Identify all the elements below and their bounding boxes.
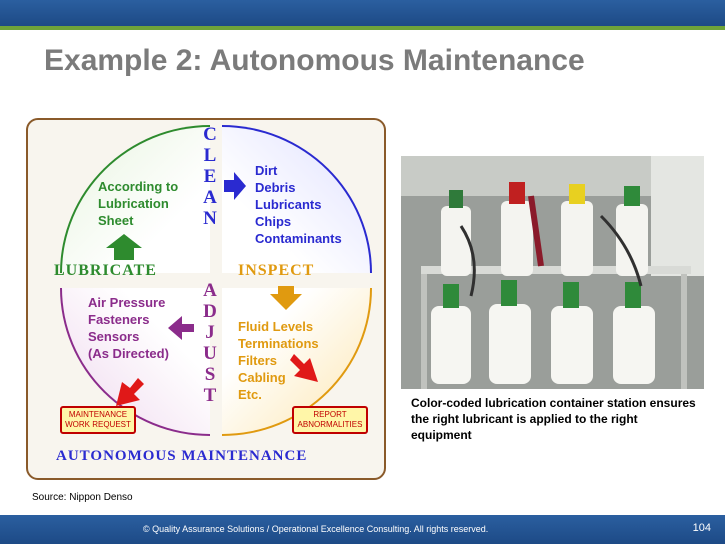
clean-item: Debris	[255, 180, 296, 195]
tag-line: WORK REQUEST	[65, 420, 131, 429]
inspect-items: Fluid Levels Terminations Filters Cablin…	[238, 318, 319, 403]
lubrication-containers-illustration	[401, 156, 704, 389]
lubricate-item: Sheet	[98, 213, 134, 228]
tag-line: MAINTENANCE	[68, 410, 128, 419]
page-number: 104	[692, 522, 711, 534]
copyright-text: © Quality Assurance Solutions / Operatio…	[143, 524, 489, 534]
clean-letter: A	[203, 187, 217, 208]
lubricate-arrow-icon	[106, 234, 142, 260]
inspect-item: Terminations	[238, 336, 319, 351]
clean-item: Chips	[255, 214, 292, 229]
clean-letter: L	[203, 145, 217, 166]
inspect-item: Filters	[238, 353, 278, 368]
adjust-letter: T	[203, 385, 217, 406]
report-arrow-icon	[290, 354, 318, 382]
diagram-arrows	[106, 172, 318, 406]
report-abnormalities-tag: REPORT ABNORMALITIES	[292, 406, 368, 434]
top-accent-line	[0, 26, 725, 30]
clean-item: Lubricants	[255, 197, 322, 212]
photo-caption: Color-coded lubrication container statio…	[411, 396, 696, 442]
inspect-item: Cabling	[238, 370, 286, 385]
inspect-arrow-icon	[270, 286, 302, 310]
adjust-vertical-word: A D J U S T	[200, 280, 220, 406]
tag-line: REPORT	[313, 410, 347, 419]
inspect-label: INSPECT	[238, 262, 315, 279]
lubricate-items: According to Lubrication Sheet	[98, 178, 178, 229]
clean-letter: E	[203, 166, 217, 187]
inspect-item: Fluid Levels	[238, 319, 314, 334]
clean-letter: C	[203, 124, 217, 145]
slide-title: Example 2: Autonomous Maintenance	[44, 44, 585, 77]
top-banner	[0, 0, 725, 26]
adjust-letter: S	[204, 364, 216, 385]
clean-items: Dirt Debris Lubricants Chips Contaminant…	[255, 162, 342, 247]
adjust-item: Air Pressure	[88, 295, 166, 310]
lubricate-label: LUBRICATE	[54, 262, 157, 279]
footer-bar: © Quality Assurance Solutions / Operatio…	[0, 515, 725, 544]
adjust-items: Air Pressure Fasteners Sensors (As Direc…	[88, 294, 169, 362]
maintenance-work-request-tag: MAINTENANCE WORK REQUEST	[60, 406, 136, 434]
clean-vertical-word: C L E A N	[200, 124, 220, 229]
adjust-letter: J	[205, 322, 215, 343]
clean-arrow-icon	[224, 172, 246, 200]
lubricate-item: According to	[98, 179, 179, 194]
adjust-letter: U	[203, 343, 217, 364]
lubrication-station-photo	[401, 156, 704, 389]
maintenance-arrow-icon	[116, 378, 144, 406]
adjust-item: (As Directed)	[88, 346, 169, 361]
adjust-arrow-icon	[168, 316, 194, 340]
clean-item: Contaminants	[255, 231, 342, 246]
adjust-item: Fasteners	[88, 312, 150, 327]
adjust-letter: A	[203, 280, 217, 301]
inspect-item: Etc.	[238, 387, 262, 402]
autonomous-maintenance-diagram: According to Lubrication Sheet Dirt Debr…	[26, 118, 386, 480]
clean-letter: N	[203, 208, 217, 229]
lubricate-item: Lubrication	[98, 196, 169, 211]
adjust-letter: D	[203, 301, 217, 322]
autonomous-maintenance-label: AUTONOMOUS MAINTENANCE	[56, 448, 308, 464]
tag-line: ABNORMALITIES	[297, 420, 363, 429]
clean-item: Dirt	[255, 163, 278, 178]
source-note: Source: Nippon Denso	[32, 492, 133, 503]
adjust-item: Sensors	[88, 329, 140, 344]
